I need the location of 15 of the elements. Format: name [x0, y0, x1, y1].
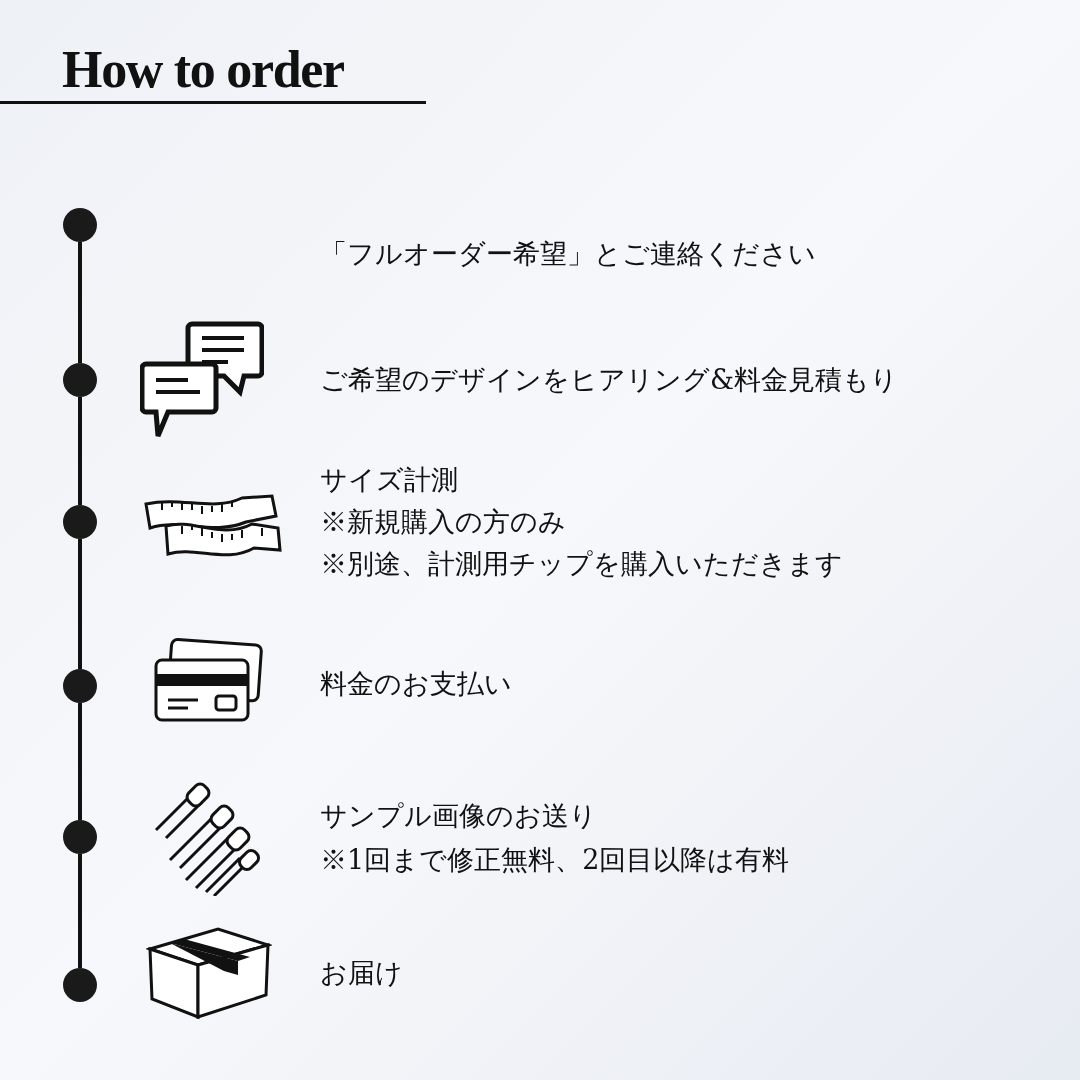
timeline-line: [78, 854, 82, 968]
step-text: ※新規購入の方のみ: [320, 505, 566, 539]
step-text: ご希望のデザインをヒアリング&料金見積もり: [320, 363, 899, 397]
step-text: ※1回まで修正無料、2回目以降は有料: [320, 843, 790, 877]
timeline-line: [78, 539, 82, 669]
step-text: 「フルオーダー希望」とご連絡ください: [320, 237, 816, 271]
step-text: サイズ計測: [320, 463, 458, 497]
step-text: ※別途、計測用チップを購入いただきます: [320, 547, 843, 581]
timeline-line: [78, 703, 82, 820]
step-text: サンプル画像のお送り: [320, 799, 597, 833]
timeline-line: [78, 242, 82, 363]
step-text: 料金のお支払い: [320, 667, 512, 701]
timeline-line: [78, 397, 82, 505]
title: How to order: [62, 40, 344, 100]
step-text: お届け: [320, 956, 403, 990]
